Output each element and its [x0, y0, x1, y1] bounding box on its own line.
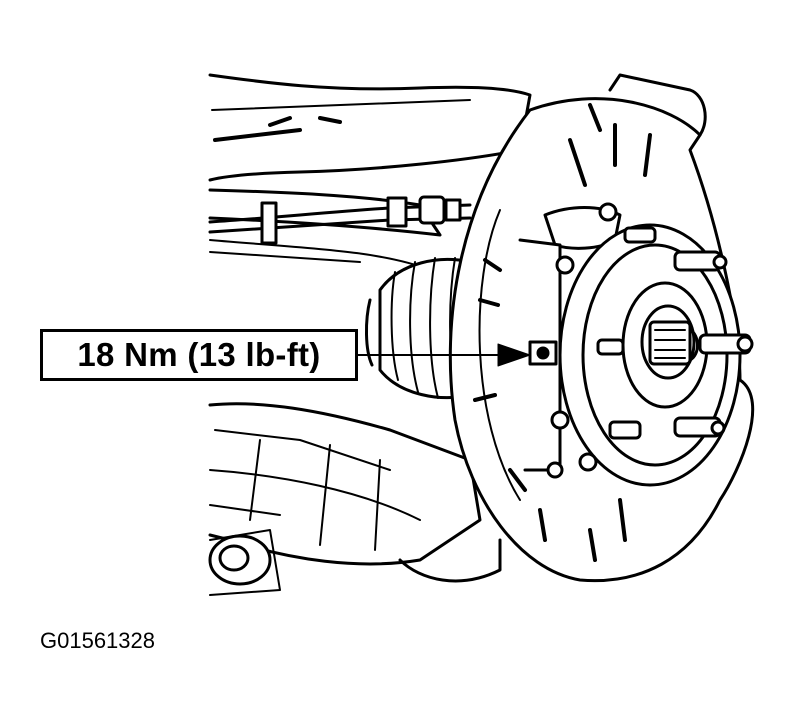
- torque-spec-callout: 18 Nm (13 lb-ft): [40, 329, 358, 381]
- lower-control-arm: [208, 402, 502, 583]
- suspension-frame: [208, 73, 532, 271]
- torque-spec-label: 18 Nm (13 lb-ft): [77, 336, 321, 373]
- caliper-bolt: [528, 340, 558, 366]
- lower-ball-joint: [208, 529, 281, 596]
- brake-hose: [208, 195, 472, 245]
- callout-leader-arrow: [357, 343, 531, 367]
- figure-id-label: G01561328: [40, 628, 155, 653]
- wheel-studs: [578, 226, 754, 472]
